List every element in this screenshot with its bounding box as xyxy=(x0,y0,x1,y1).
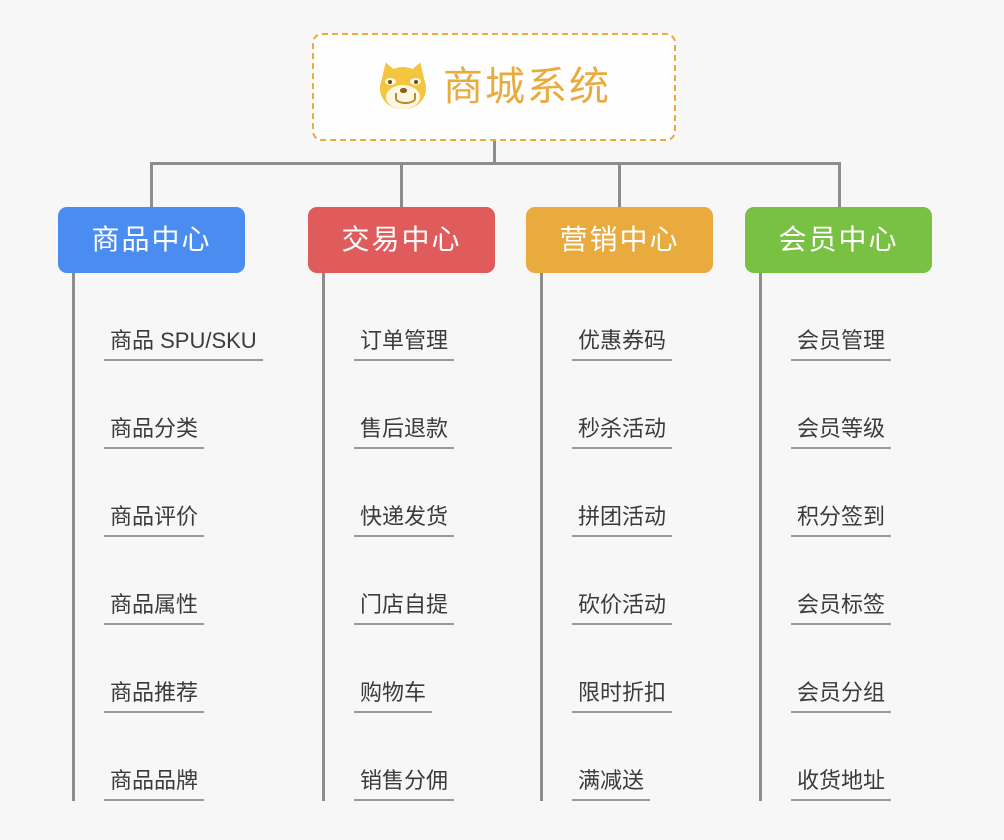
leaf-list-4: 会员管理 会员等级 积分签到 会员标签 会员分组 收货地址 xyxy=(759,273,1004,801)
list-item[interactable]: 会员标签 xyxy=(759,537,1004,625)
list-item[interactable]: 购物车 xyxy=(322,625,582,713)
drop-connector-3 xyxy=(618,162,621,207)
leaf-label: 积分签到 xyxy=(797,503,886,529)
list-item[interactable]: 售后退款 xyxy=(322,361,582,449)
list-item[interactable]: 收货地址 xyxy=(759,713,1004,801)
category-header-4[interactable]: 会员中心 xyxy=(745,207,932,273)
leaf-label: 商品属性 xyxy=(110,591,199,617)
root-stem-connector xyxy=(493,141,496,164)
horizontal-bus-connector xyxy=(150,162,841,165)
list-item[interactable]: 秒杀活动 xyxy=(540,361,800,449)
list-item[interactable]: 商品分类 xyxy=(72,361,332,449)
list-item[interactable]: 商品品牌 xyxy=(72,713,332,801)
list-item[interactable]: 商品评价 xyxy=(72,449,332,537)
leaf-label: 销售分佣 xyxy=(360,767,449,793)
list-item[interactable]: 商品属性 xyxy=(72,537,332,625)
leaf-label: 门店自提 xyxy=(360,591,449,617)
root-node[interactable]: 商城系统 xyxy=(312,33,676,141)
list-item[interactable]: 商品 SPU/SKU xyxy=(72,273,332,361)
leaf-list-3: 优惠券码 秒杀活动 拼团活动 砍价活动 限时折扣 满减送 xyxy=(540,273,800,801)
leaf-list-1: 商品 SPU/SKU 商品分类 商品评价 商品属性 商品推荐 商品品牌 xyxy=(72,273,332,801)
leaf-label: 砍价活动 xyxy=(578,591,667,617)
branch-trunk-1 xyxy=(72,273,75,801)
list-item[interactable]: 会员等级 xyxy=(759,361,1004,449)
leaf-label: 会员管理 xyxy=(797,327,886,353)
leaf-label: 购物车 xyxy=(360,679,427,705)
list-item[interactable]: 限时折扣 xyxy=(540,625,800,713)
leaf-label: 商品 SPU/SKU xyxy=(110,327,257,353)
category-label: 交易中心 xyxy=(341,224,462,255)
list-item[interactable]: 优惠券码 xyxy=(540,273,800,361)
list-item[interactable]: 订单管理 xyxy=(322,273,582,361)
branch-trunk-2 xyxy=(322,273,325,801)
leaf-label: 商品品牌 xyxy=(110,767,199,793)
drop-connector-4 xyxy=(838,162,841,207)
list-item[interactable]: 门店自提 xyxy=(322,537,582,625)
category-header-1[interactable]: 商品中心 xyxy=(58,207,245,273)
leaf-label: 收货地址 xyxy=(797,767,886,793)
leaf-label: 优惠券码 xyxy=(578,327,667,353)
list-item[interactable]: 拼团活动 xyxy=(540,449,800,537)
list-item[interactable]: 快递发货 xyxy=(322,449,582,537)
leaf-label: 会员分组 xyxy=(797,679,886,705)
list-item[interactable]: 销售分佣 xyxy=(322,713,582,801)
branch-trunk-4 xyxy=(759,273,762,801)
branch-trunk-3 xyxy=(540,273,543,801)
list-item[interactable]: 满减送 xyxy=(540,713,800,801)
drop-connector-2 xyxy=(400,162,403,207)
category-label: 会员中心 xyxy=(778,224,899,255)
leaf-label: 订单管理 xyxy=(360,327,449,353)
leaf-label: 秒杀活动 xyxy=(578,415,667,441)
shiba-inu-icon xyxy=(377,59,429,113)
leaf-list-2: 订单管理 售后退款 快递发货 门店自提 购物车 销售分佣 xyxy=(322,273,582,801)
category-label: 营销中心 xyxy=(559,224,680,255)
leaf-label: 售后退款 xyxy=(360,415,449,441)
category-header-2[interactable]: 交易中心 xyxy=(308,207,495,273)
leaf-label: 拼团活动 xyxy=(578,503,667,529)
list-item[interactable]: 砍价活动 xyxy=(540,537,800,625)
leaf-label: 会员标签 xyxy=(797,591,886,617)
leaf-label: 商品推荐 xyxy=(110,679,199,705)
list-item[interactable]: 会员管理 xyxy=(759,273,1004,361)
leaf-label: 会员等级 xyxy=(797,415,886,441)
list-item[interactable]: 商品推荐 xyxy=(72,625,332,713)
root-title: 商城系统 xyxy=(443,65,611,109)
drop-connector-1 xyxy=(150,162,153,207)
leaf-label: 限时折扣 xyxy=(578,679,667,705)
leaf-label: 商品评价 xyxy=(110,503,199,529)
leaf-label: 满减送 xyxy=(578,767,645,793)
category-label: 商品中心 xyxy=(91,224,212,255)
list-item[interactable]: 会员分组 xyxy=(759,625,1004,713)
leaf-label: 快递发货 xyxy=(360,503,449,529)
leaf-label: 商品分类 xyxy=(110,415,199,441)
category-header-3[interactable]: 营销中心 xyxy=(526,207,713,273)
list-item[interactable]: 积分签到 xyxy=(759,449,1004,537)
